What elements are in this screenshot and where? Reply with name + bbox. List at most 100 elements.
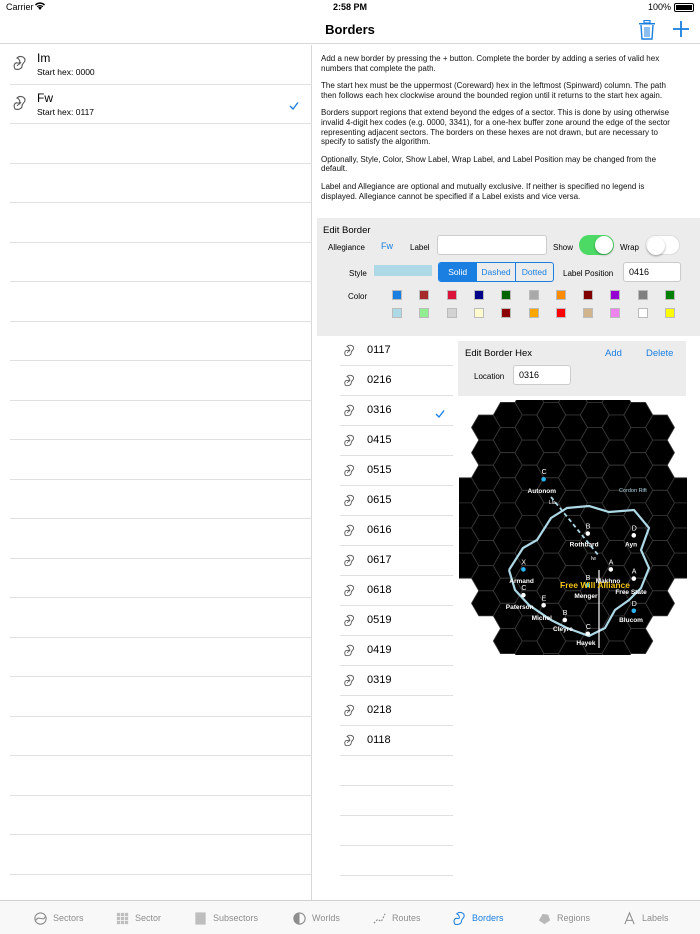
style-option-solid[interactable]: Solid: [439, 263, 478, 281]
hex-list-item[interactable]: 0218: [340, 696, 453, 726]
world-dot[interactable]: [562, 617, 568, 623]
tab-subsectors[interactable]: Subsectors: [193, 910, 258, 926]
border-icon: [343, 464, 356, 477]
tab-label: Labels: [642, 913, 669, 923]
wrap-label: Wrap: [620, 243, 639, 252]
color-swatch[interactable]: [392, 308, 402, 318]
world-dot[interactable]: [541, 476, 546, 482]
tab-sector[interactable]: Sector: [115, 910, 161, 926]
map-hex[interactable]: [666, 552, 687, 579]
label-input[interactable]: [437, 235, 547, 255]
color-swatch[interactable]: [528, 290, 539, 300]
color-swatch[interactable]: [501, 290, 512, 300]
empty-row: [10, 361, 311, 401]
empty-row: [10, 796, 311, 835]
world-dot[interactable]: [521, 567, 526, 572]
hex-list-item[interactable]: 0415: [340, 426, 453, 456]
map-hex[interactable]: [645, 590, 675, 617]
hex-list-item[interactable]: 0519: [340, 606, 453, 636]
color-swatch[interactable]: [637, 290, 648, 300]
hex-list-item[interactable]: 0615: [340, 486, 453, 516]
world-name: Armand: [509, 578, 534, 585]
color-swatch[interactable]: [637, 308, 648, 318]
world-dot[interactable]: [608, 567, 614, 572]
hex-list-item[interactable]: 0316: [340, 396, 453, 426]
trash-icon[interactable]: [638, 20, 656, 40]
tab-regions[interactable]: Regions: [537, 910, 590, 926]
style-option-dotted[interactable]: Dotted: [521, 267, 547, 277]
color-swatch[interactable]: [528, 308, 539, 318]
border-icon: [343, 584, 356, 597]
region-icon: [538, 913, 551, 924]
world-dot[interactable]: [631, 533, 637, 538]
color-swatch[interactable]: [610, 290, 621, 300]
world-dot[interactable]: [541, 602, 546, 608]
world-dot[interactable]: [631, 576, 637, 581]
borders-list: Im Start hex: 0000 Fw Start hex: 0117: [0, 45, 312, 900]
delete-hex-button[interactable]: Delete: [646, 348, 674, 359]
wrap-label-switch[interactable]: [645, 235, 680, 255]
color-swatch[interactable]: [446, 308, 457, 318]
allegiance-value[interactable]: Fw: [381, 241, 393, 251]
tab-label: Regions: [557, 913, 591, 923]
show-label-switch[interactable]: [579, 235, 614, 255]
world-dot[interactable]: [585, 631, 591, 637]
tab-label: Worlds: [312, 913, 340, 923]
empty-row: [340, 756, 453, 786]
map-hex[interactable]: [666, 527, 687, 554]
color-swatch[interactable]: [419, 308, 430, 318]
label-position-input[interactable]: 0416: [623, 262, 681, 282]
map-hex[interactable]: [666, 502, 687, 529]
hex-list-item[interactable]: 0117: [340, 336, 453, 366]
tab-label: Subsectors: [213, 913, 259, 923]
world-dot[interactable]: [521, 592, 526, 598]
color-swatch[interactable]: [583, 308, 594, 318]
tab-routes[interactable]: Routes: [372, 910, 421, 926]
color-swatch[interactable]: [501, 308, 512, 318]
border-list-item[interactable]: Fw Start hex: 0117: [10, 85, 311, 124]
color-swatch[interactable]: [583, 290, 594, 300]
color-swatch[interactable]: [473, 290, 484, 300]
world-name: Autonom: [528, 488, 557, 495]
color-swatch[interactable]: [610, 308, 621, 318]
border-list-item[interactable]: Im Start hex: 0000: [10, 45, 311, 85]
map-hex[interactable]: [666, 477, 687, 504]
hex-list-item[interactable]: 0419: [340, 636, 453, 666]
tab-worlds[interactable]: Worlds: [292, 910, 340, 926]
world-dot[interactable]: [631, 608, 637, 614]
allegiance-label: Allegiance: [328, 243, 365, 252]
hex-list-item[interactable]: 0618: [340, 576, 453, 606]
color-swatch[interactable]: [555, 308, 566, 318]
tab-borders[interactable]: Borders: [452, 910, 504, 926]
location-input[interactable]: 0316: [513, 365, 571, 385]
color-swatch[interactable]: [665, 308, 675, 318]
style-option-dashed[interactable]: Dashed: [477, 263, 516, 281]
tab-sectors[interactable]: Sectors: [33, 910, 84, 926]
map-hex[interactable]: [623, 628, 654, 655]
label-position-label: Label Position: [563, 269, 614, 278]
world-name: Hayek: [576, 640, 596, 647]
color-swatch[interactable]: [392, 290, 402, 300]
square-icon: [195, 911, 206, 925]
route-line: [550, 496, 600, 557]
hex-list-item[interactable]: 0616: [340, 516, 453, 546]
color-swatch[interactable]: [446, 290, 457, 300]
color-swatch[interactable]: [473, 308, 484, 318]
hex-list-item[interactable]: 0617: [340, 546, 453, 576]
hex-list-item[interactable]: 0515: [340, 456, 453, 486]
hex-list-item[interactable]: 0319: [340, 666, 453, 696]
color-swatch[interactable]: [555, 290, 566, 300]
world-name: Paterson: [506, 604, 534, 611]
add-hex-button[interactable]: Add: [605, 348, 622, 359]
hex-list-item[interactable]: 0118: [340, 726, 453, 756]
world-name: Menger: [574, 593, 598, 600]
world-dot[interactable]: [585, 582, 591, 588]
sector-map[interactable]: CAutonomBRothbardDAynXArmandAMakhnoAFree…: [459, 400, 687, 655]
color-swatch[interactable]: [665, 290, 675, 300]
tab-labels[interactable]: Labels: [622, 910, 669, 926]
color-swatch[interactable]: [419, 290, 430, 300]
world-dot[interactable]: [585, 531, 591, 536]
plus-icon[interactable]: [671, 19, 691, 39]
hex-list-item[interactable]: 0216: [340, 366, 453, 396]
